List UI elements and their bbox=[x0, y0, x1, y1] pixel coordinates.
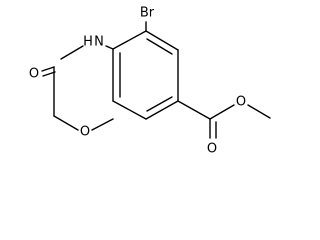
bond-ester-o-methyl bbox=[247, 104, 271, 119]
bond-c7-ester-c bbox=[177, 100, 211, 120]
bond-c3-o-double-a bbox=[41, 66, 55, 72]
atom-label-bromine: Br bbox=[140, 6, 155, 21]
atom-label-ring-oxygen: O bbox=[80, 125, 90, 140]
atom-label-nh-hydrogen: H bbox=[83, 35, 93, 50]
bond-c3-o-double-b bbox=[42, 71, 56, 77]
chemical-structure-diagram: Br H N O O O O bbox=[29, 6, 271, 157]
bond-c5-c6-inner bbox=[146, 38, 173, 55]
bond-c8-c8a bbox=[112, 100, 147, 120]
atom-label-nitrogen: N bbox=[94, 35, 104, 50]
bond-c7-c8-inner bbox=[146, 96, 173, 112]
atom-label-ester-carbonyl-oxygen: O bbox=[207, 142, 217, 157]
atom-label-ketone-oxygen: O bbox=[29, 67, 39, 82]
bond-c2-o1 bbox=[53, 115, 79, 131]
atom-label-ester-oxygen: O bbox=[236, 95, 246, 110]
bond-nh-c4a bbox=[105, 45, 114, 50]
bond-ester-c-o-single bbox=[209, 104, 235, 120]
bond-o1-c8a bbox=[91, 118, 114, 131]
bond-c7-c8 bbox=[145, 100, 179, 120]
bond-c4a-c5 bbox=[112, 30, 147, 50]
bond-c5-c6 bbox=[145, 30, 179, 51]
bond-nh-c3 bbox=[60, 45, 84, 60]
